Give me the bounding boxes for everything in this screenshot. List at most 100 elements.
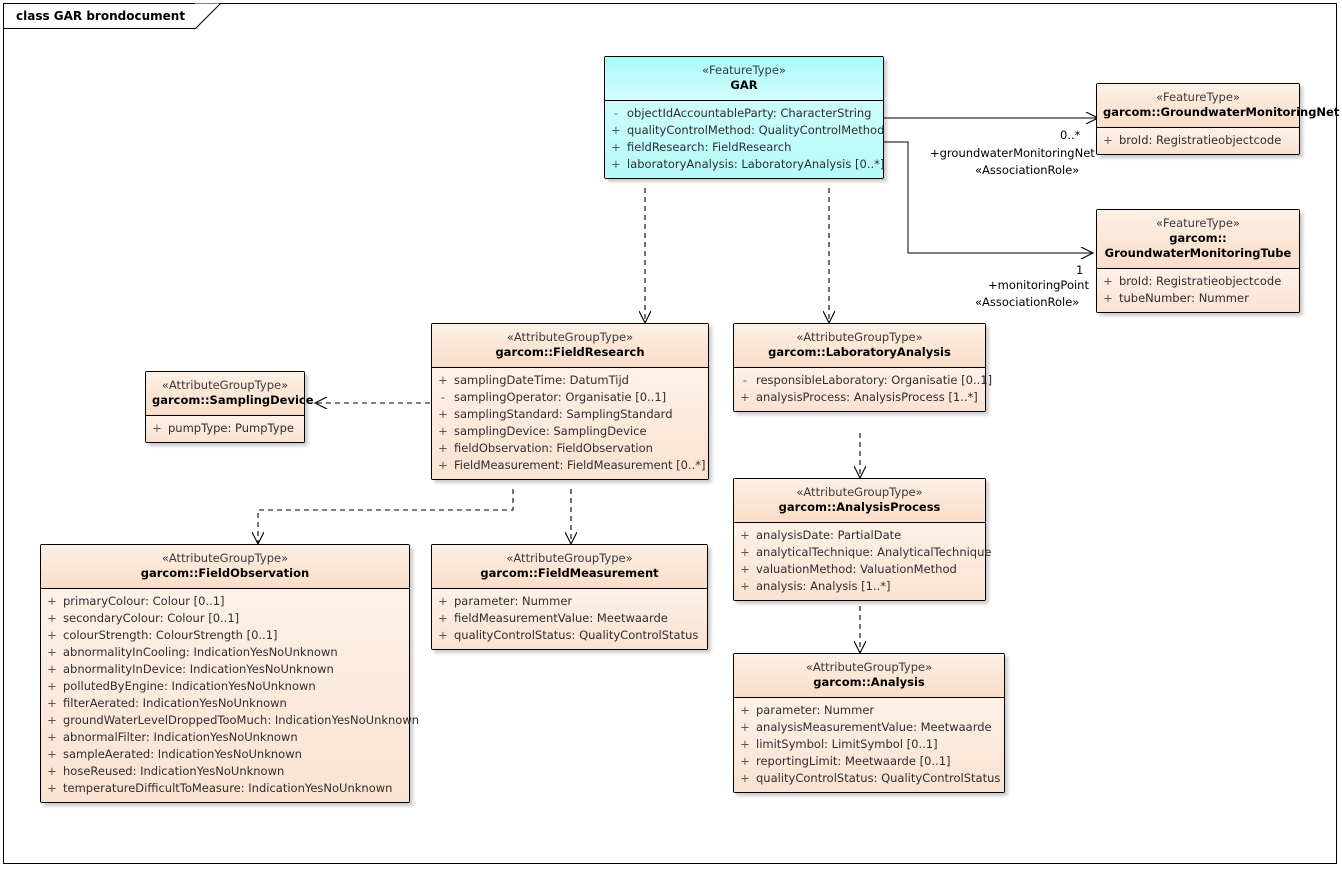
attribute-row: +FieldMeasurement: FieldMeasurement [0..…	[432, 457, 708, 474]
tab-slant-shape	[195, 3, 222, 29]
attribute-text: analysisDate: PartialDate	[756, 528, 902, 542]
class-samplingdevice-header: «AttributeGroupType» garcom::SamplingDev…	[146, 372, 314, 416]
visibility: +	[611, 157, 621, 171]
class-groundwatermonitoringnet[interactable]: «FeatureType» garcom::GroundwaterMonitor…	[1096, 83, 1339, 155]
visibility: +	[438, 373, 448, 387]
attribute-row: +broId: Registratieobjectcode	[1097, 132, 1299, 149]
attribute-text: qualityControlMethod: QualityControlMeth…	[627, 123, 885, 137]
visibility: +	[438, 441, 448, 455]
visibility: +	[47, 679, 57, 693]
class-analysis-stereotype: «AttributeGroupType»	[805, 660, 933, 674]
attribute-row: -responsibleLaboratory: Organisatie [0..…	[734, 372, 992, 389]
attribute-row: +reportingLimit: Meetwaarde [0..1]	[734, 753, 1004, 770]
visibility: +	[740, 528, 750, 542]
class-groundwatermonitoringnet-header: «FeatureType» garcom::GroundwaterMonitor…	[1097, 84, 1339, 128]
attribute-text: fieldResearch: FieldResearch	[627, 140, 792, 154]
attribute-row: -objectIdAccountableParty: CharacterStri…	[605, 105, 883, 122]
visibility: +	[740, 720, 750, 734]
attribute-text: samplingOperator: Organisatie [0..1]	[454, 390, 667, 404]
attribute-text: qualityControlStatus: QualityControlStat…	[454, 628, 699, 642]
visibility: +	[438, 611, 448, 625]
attribute-row: + qualityControlMethod: QualityControlMet…	[605, 122, 885, 139]
attribute-text: fieldObservation: FieldObservation	[454, 441, 653, 455]
attribute-text: abnormalityInDevice: IndicationYesNoUnkn…	[63, 662, 334, 676]
multiplicity-gar-net: 0..*	[1060, 128, 1081, 142]
class-samplingdevice[interactable]: «AttributeGroupType» garcom::SamplingDev…	[145, 371, 314, 443]
attribute-text: secondaryColour: Colour [0..1]	[63, 611, 240, 625]
attribute-text: abnormalityInCooling: IndicationYesNoUnk…	[63, 645, 338, 659]
attribute-row: + samplingDateTime: DatumTijd	[432, 372, 708, 389]
visibility: +	[47, 594, 57, 608]
class-groundwatermonitoringtube-header: «FeatureType» garcom:: GroundwaterMonito…	[1097, 210, 1299, 269]
attribute-row: +pumpType: PumpType	[146, 420, 304, 437]
class-analysis-name: garcom::Analysis	[813, 675, 925, 689]
visibility: +	[438, 407, 448, 421]
class-fieldmeasurement-header: «AttributeGroupType» garcom::FieldMeasur…	[432, 545, 707, 589]
class-fieldmeasurement-stereotype: «AttributeGroupType»	[506, 551, 633, 565]
visibility: -	[613, 106, 619, 120]
visibility: +	[611, 123, 621, 137]
visibility: +	[438, 594, 448, 608]
class-fieldresearch-attributes: + samplingDateTime: DatumTijd -samplingOp…	[432, 368, 708, 479]
attribute-row: +qualityControlStatus: QualityControlSta…	[734, 770, 1004, 787]
class-samplingdevice-stereotype: «AttributeGroupType»	[161, 378, 289, 392]
visibility: +	[47, 713, 57, 727]
class-analysisprocess-name: garcom::AnalysisProcess	[778, 500, 941, 514]
attribute-text: responsibleLaboratory: Organisatie [0..1…	[756, 373, 993, 387]
class-groundwatermonitoringtube[interactable]: «FeatureType» garcom:: GroundwaterMonito…	[1096, 209, 1300, 313]
class-fieldobservation-name: garcom::FieldObservation	[140, 566, 310, 580]
class-fieldresearch-header: «AttributeGroupType» garcom::FieldResear…	[432, 324, 708, 368]
attribute-text: broId: Registratieobjectcode	[1119, 133, 1282, 147]
visibility: +	[740, 771, 750, 785]
attribute-text: reportingLimit: Meetwaarde [0..1]	[756, 754, 951, 768]
stereotype-gar-tube: «AssociationRole»	[975, 295, 1080, 309]
class-samplingdevice-attributes: +pumpType: PumpType	[146, 416, 304, 442]
visibility: +	[47, 730, 57, 744]
stereotype-gar-net: «AssociationRole»	[975, 163, 1080, 177]
class-analysis-attributes: +parameter: Nummer +analysisMeasurementV…	[734, 698, 1004, 792]
attribute-text: broId: Registratieobjectcode	[1119, 274, 1282, 288]
visibility: +	[47, 662, 57, 676]
attribute-row: +pollutedByEngine: IndicationYesNoUnknow…	[41, 678, 409, 695]
visibility: +	[47, 611, 57, 625]
attribute-text: temperatureDifficultToMeasure: Indicatio…	[63, 781, 393, 795]
attribute-row: + fieldObservation: FieldObservation	[432, 440, 708, 457]
class-groundwatermonitoringtube-name: garcom::	[1169, 231, 1227, 245]
class-gar-header: «FeatureType» GAR	[605, 57, 883, 101]
role-gar-tube: +monitoringPoint	[988, 278, 1089, 292]
class-analysisprocess[interactable]: «AttributeGroupType» garcom::AnalysisPro…	[733, 478, 991, 601]
class-gar[interactable]: «FeatureType» GAR -objectIdAccountablePa…	[604, 56, 884, 179]
attribute-row: +colourStrength: ColourStrength [0..1]	[41, 627, 409, 644]
visibility: +	[47, 628, 57, 642]
class-fieldresearch[interactable]: «AttributeGroupType» garcom::FieldResear…	[431, 323, 709, 480]
attribute-text: filterAerated: IndicationYesNoUnknown	[63, 696, 287, 710]
attribute-row: +samplingDevice: SamplingDevice	[432, 423, 708, 440]
class-gar-attributes: -objectIdAccountableParty: CharacterStri…	[605, 101, 885, 178]
class-analysis[interactable]: «AttributeGroupType» garcom::Analysis +p…	[733, 653, 1005, 793]
attribute-row: +tubeNumber: Nummer	[1097, 290, 1299, 307]
attribute-row: +filterAerated: IndicationYesNoUnknown	[41, 695, 409, 712]
attribute-text: samplingDevice: SamplingDevice	[454, 424, 647, 438]
attribute-row: +analysisMeasurementValue: Meetwaarde	[734, 719, 1004, 736]
class-fieldobservation-attributes: +primaryColour: Colour [0..1] +secondary…	[41, 589, 419, 802]
attribute-text: analysis: Analysis [1..*]	[756, 579, 891, 593]
attribute-row: +fieldMeasurementValue: Meetwaarde	[432, 610, 707, 627]
attribute-row: +parameter: Nummer	[734, 702, 1004, 719]
class-fieldmeasurement-attributes: +parameter: Nummer +fieldMeasurementValu…	[432, 589, 707, 649]
attribute-text: laboratoryAnalysis: LaboratoryAnalysis […	[627, 157, 885, 171]
class-groundwatermonitoringtube-attributes: + broId: Registratieobjectcode +tubeNumbe…	[1097, 269, 1299, 312]
class-laboratoryanalysis[interactable]: «AttributeGroupType» garcom::LaboratoryA…	[733, 323, 992, 412]
attribute-text: samplingStandard: SamplingStandard	[454, 407, 673, 421]
visibility: +	[1103, 291, 1113, 305]
attribute-row: +hoseReused: IndicationYesNoUnknown	[41, 763, 409, 780]
attribute-row: +qualityControlStatus: QualityControlSta…	[432, 627, 707, 644]
attribute-row: + secondaryColour: Colour [0..1]	[41, 610, 409, 627]
class-fieldmeasurement[interactable]: «AttributeGroupType» garcom::FieldMeasur…	[431, 544, 708, 650]
diagram-frame	[3, 3, 1337, 864]
attribute-row: +analyticalTechnique: AnalyticalTechniqu…	[734, 544, 991, 561]
attribute-row: -samplingOperator: Organisatie [0..1]	[432, 389, 708, 406]
class-fieldobservation[interactable]: «AttributeGroupType» garcom::FieldObserv…	[40, 544, 419, 803]
class-fieldmeasurement-name: garcom::FieldMeasurement	[480, 566, 659, 580]
attribute-text: samplingDateTime: DatumTijd	[454, 373, 629, 387]
